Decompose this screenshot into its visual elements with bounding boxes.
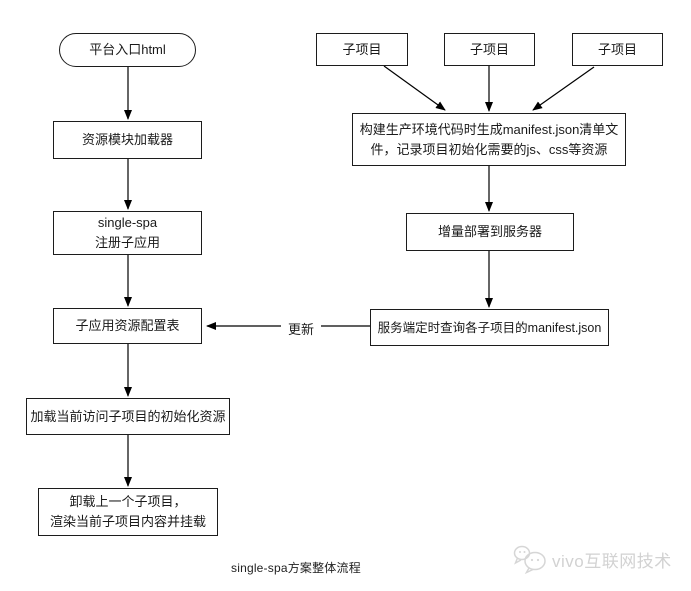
node-label: 平台入口html [89,42,166,57]
node-label-line2: 渲染当前子项目内容并挂载 [49,514,206,529]
node-label-line2: 件，记录项目初始化需要的js、css等资源 [370,141,608,157]
node-label: 子项目 [597,41,637,57]
node-label-line2: 注册子应用 [94,235,160,250]
node-subproject-2: 子项目 [444,33,535,66]
node-label-line1: 卸载上一个子项目， [69,494,187,509]
node-resource-module-loader: 资源模块加载器 [53,121,202,159]
node-label: 子应用资源配置表 [75,318,180,333]
watermark-text: vivo互联网技术 [552,551,672,571]
watermark: vivo互联网技术 [512,544,672,574]
node-label-line1: single-spa [97,215,158,230]
node-subapp-resource-config-table: 子应用资源配置表 [53,308,202,344]
node-label: 增量部署到服务器 [437,224,542,239]
node-platform-entry: 平台入口html [59,33,196,67]
node-label-line1: 构建生产环境代码时生成manifest.json清单文 [359,121,619,137]
node-label: 子项目 [342,41,382,57]
node-single-spa-register: single-spa 注册子应用 [53,211,202,255]
edge-label-update: 更新 [281,319,321,338]
node-unload-and-render: 卸载上一个子项目， 渲染当前子项目内容并挂载 [38,488,218,536]
node-label: 加载当前访问子项目的初始化资源 [30,408,226,424]
node-label: 资源模块加载器 [81,132,173,147]
node-subproject-3: 子项目 [572,33,663,66]
node-incremental-deploy: 增量部署到服务器 [406,213,574,251]
node-subproject-1: 子项目 [316,33,408,66]
node-label: 服务端定时查询各子项目的manifest.json [377,320,602,335]
node-server-query-manifest: 服务端定时查询各子项目的manifest.json [370,309,609,346]
chat-bubbles-icon [513,545,546,574]
node-load-init-resources: 加载当前访问子项目的初始化资源 [26,398,230,435]
diagram-caption: single-spa方案整体流程 [231,561,361,575]
node-label: 子项目 [469,41,509,57]
node-build-manifest: 构建生产环境代码时生成manifest.json清单文 件，记录项目初始化需要的… [352,113,626,166]
